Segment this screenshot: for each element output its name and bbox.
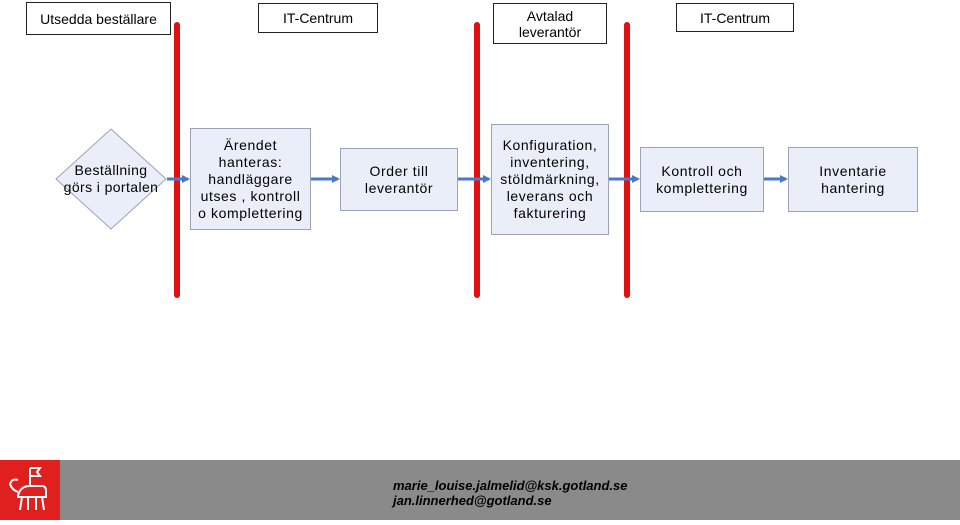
lane-header-it-centrum-1: IT-Centrum xyxy=(258,3,378,33)
contact-email: jan.linnerhed@gotland.se xyxy=(393,493,552,508)
contact-email: marie_louise.jalmelid@ksk.gotland.se xyxy=(393,478,628,493)
process-box-inventory: Inventarie hantering xyxy=(788,147,918,212)
start-diamond xyxy=(55,128,167,230)
contact-emails: marie_louise.jalmelid@ksk.gotland.se jan… xyxy=(393,478,628,508)
lane-header-it-centrum-2: IT-Centrum xyxy=(676,3,794,32)
process-box-order: Order till leverantör xyxy=(340,148,458,211)
footer-bar: marie_louise.jalmelid@ksk.gotland.se jan… xyxy=(0,460,960,520)
lane-separator xyxy=(174,22,180,298)
lane-separator xyxy=(624,22,630,298)
lane-separator xyxy=(474,22,480,298)
ram-crest-icon xyxy=(0,460,60,520)
process-box-handling: Ärendet hanteras: handläggare utses , ko… xyxy=(190,128,311,230)
process-box-control: Kontroll och komplettering xyxy=(640,147,764,212)
lane-header-ordering: Utsedda beställare xyxy=(26,2,171,35)
start-diamond-label: Beställning görs i portalen xyxy=(63,162,159,195)
process-box-configuration: Konfiguration, inventering, stöldmärknin… xyxy=(491,124,609,235)
lane-header-supplier: Avtalad leverantör xyxy=(493,3,607,44)
